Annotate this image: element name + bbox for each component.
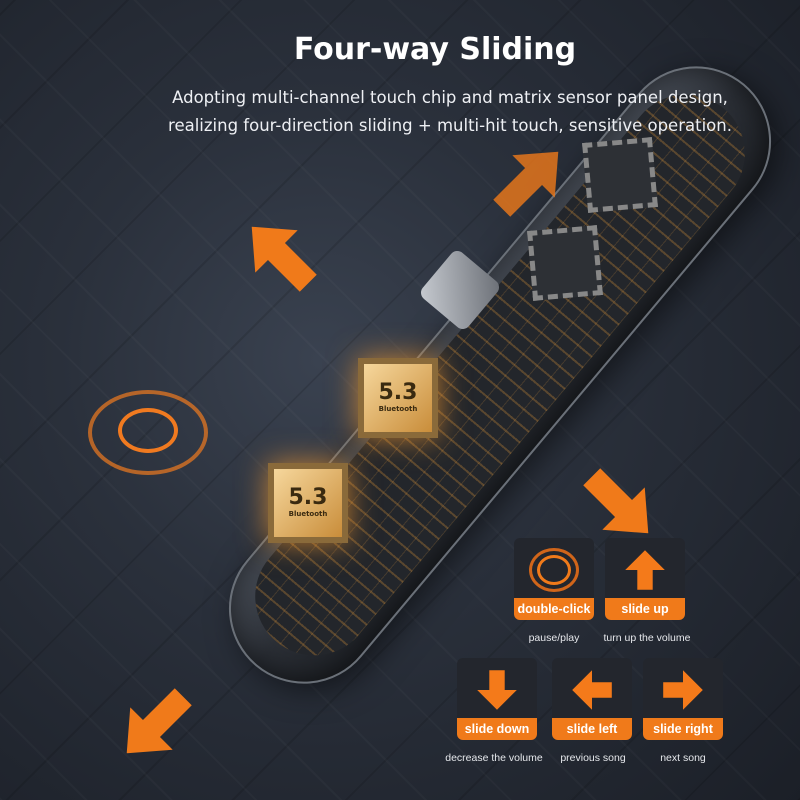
gesture-slide-up: slide up — [605, 538, 685, 620]
arrow-up-icon — [605, 546, 685, 594]
touch-ring-icon — [118, 408, 178, 453]
arrow-down-icon — [457, 666, 537, 714]
double-ring-icon — [514, 546, 594, 594]
gesture-slide-left: slide left — [552, 658, 632, 740]
gesture-caption: pause/play — [528, 632, 580, 644]
gesture-caption: next song — [660, 752, 706, 764]
gesture-caption: decrease the volume — [445, 752, 543, 764]
gesture-slide-down: slide down — [457, 658, 537, 740]
gesture-slide-right: slide right — [643, 658, 723, 740]
arrow-down-left-icon — [126, 688, 192, 754]
gesture-double-click: double-click — [514, 538, 594, 620]
gesture-caption: turn up the volume — [603, 632, 691, 644]
gesture-caption: previous song — [560, 752, 626, 764]
processor-chip — [582, 137, 658, 213]
arrow-up-right-icon — [493, 151, 559, 217]
arrow-right-icon — [643, 666, 723, 714]
touch-ring-icon — [88, 390, 208, 475]
subtitle-line: Adopting multi-channel touch chip and ma… — [172, 88, 728, 107]
page-title: Four-way Sliding — [293, 32, 577, 67]
arrow-down-right-icon — [583, 468, 649, 534]
processor-chip — [527, 225, 603, 301]
arrow-up-left-icon — [251, 226, 317, 292]
subtitle-line: realizing four-direction sliding + multi… — [168, 116, 732, 135]
arrow-left-icon — [552, 666, 632, 714]
